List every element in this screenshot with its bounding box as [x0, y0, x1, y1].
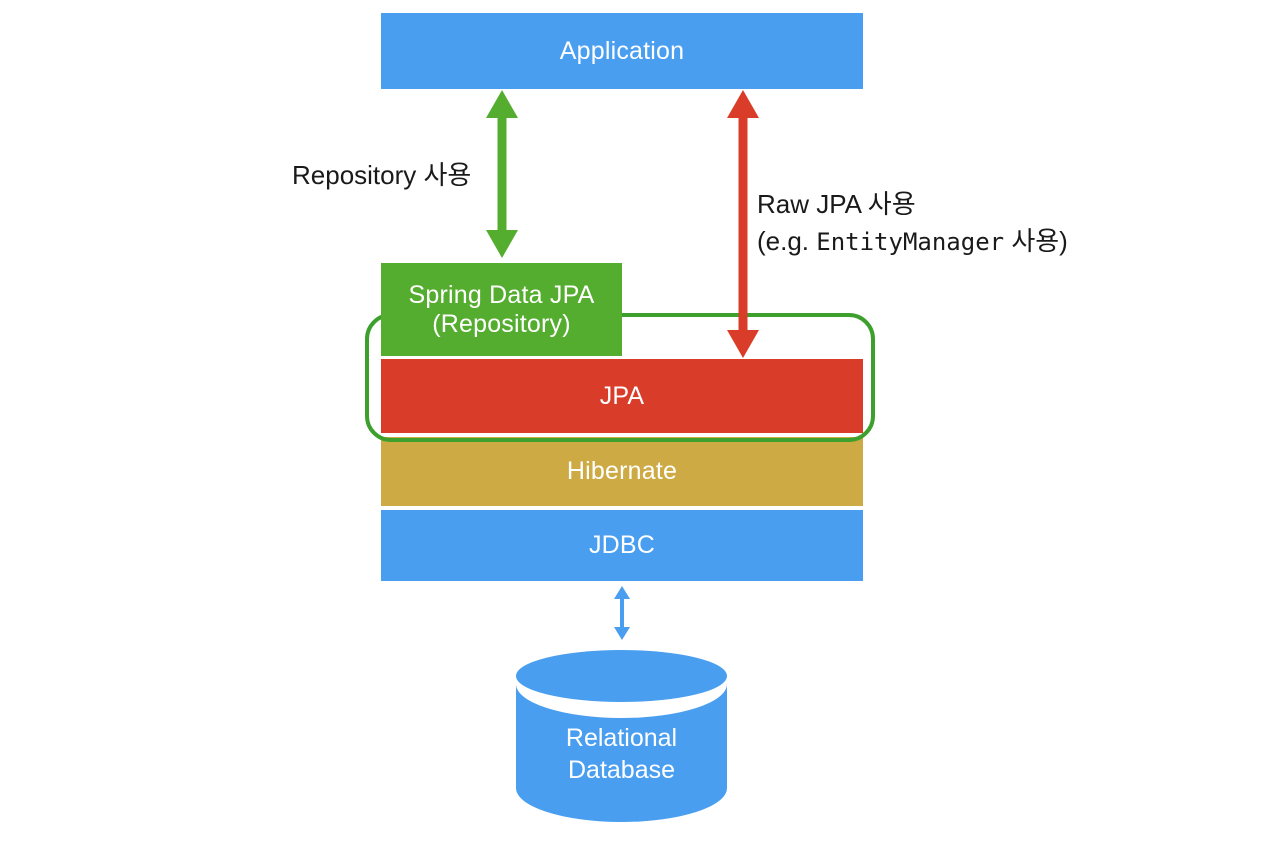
layer-label-hibernate: Hibernate — [566, 457, 678, 486]
arrow-raw-jpa[interactable] — [719, 88, 767, 360]
layer-label-spring-data-jpa-line1: Spring Data JPA — [408, 280, 595, 309]
layer-label-jdbc: JDBC — [588, 531, 656, 560]
layer-label-application: Application — [559, 36, 685, 65]
arrow-repository[interactable] — [478, 88, 526, 260]
raw-jpa-line2-suffix: 사용) — [1004, 225, 1068, 256]
database-label: Relational Database — [516, 722, 727, 786]
database-label-line1: Relational — [565, 724, 678, 752]
layer-label-jpa: JPA — [599, 381, 645, 410]
layer-box-hibernate[interactable]: Hibernate — [381, 437, 863, 506]
arrow-label-repository: Repository 사용 — [292, 157, 471, 194]
layer-label-spring-data-jpa-line2: (Repository) — [432, 309, 571, 338]
database-label-line2: Database — [567, 756, 676, 784]
layer-box-jpa[interactable]: JPA — [381, 359, 863, 433]
arrow-label-repository-text: Repository 사용 — [292, 160, 472, 190]
layer-box-spring-data-jpa[interactable]: Spring Data JPA (Repository) — [381, 263, 622, 356]
arrow-label-raw-jpa-line1: Raw JPA 사용 — [757, 189, 916, 219]
database-cylinder[interactable] — [516, 650, 727, 822]
arrow-jdbc-database[interactable] — [610, 585, 634, 641]
raw-jpa-line2-prefix: (e.g. — [757, 225, 817, 256]
arrow-label-raw-jpa-line2: (e.g. EntityManager 사용) — [757, 223, 1068, 260]
layer-box-jdbc[interactable]: JDBC — [381, 510, 863, 581]
arrow-label-raw-jpa: Raw JPA 사용 (e.g. EntityManager 사용) — [757, 186, 1068, 260]
layer-box-application[interactable]: Application — [381, 13, 863, 89]
raw-jpa-line2-mono: EntityManager — [816, 227, 1005, 256]
